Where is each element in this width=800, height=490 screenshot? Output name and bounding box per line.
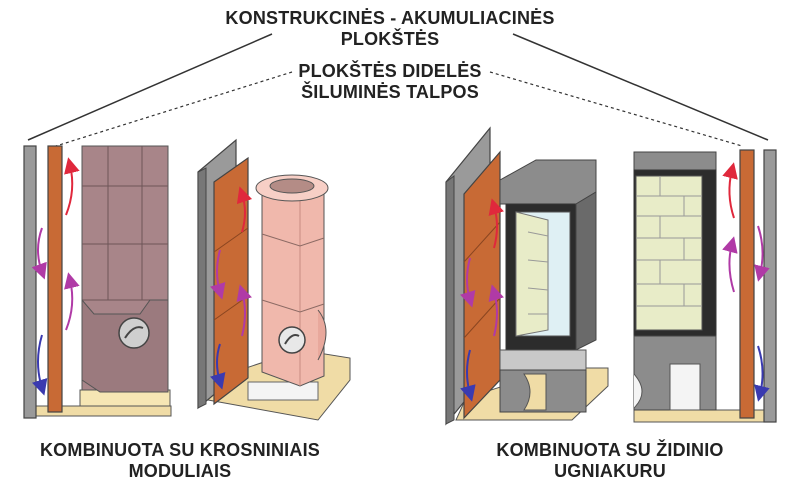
structural-panel bbox=[23, 145, 37, 419]
right-iso-section bbox=[445, 126, 609, 426]
accumulation-panel bbox=[739, 149, 755, 419]
label-combined-with-stove-modules: KOMBINUOTA SU KROSNINIAIS MODULIAIS bbox=[10, 440, 350, 482]
leader-lines bbox=[27, 33, 769, 147]
left-iso-section bbox=[197, 138, 351, 421]
airflow-arrows-left-flat bbox=[31, 157, 80, 396]
label-structural-accumulation-panels: KONSTRUKCINĖS - AKUMULIACINĖS PLOKŠTĖS bbox=[180, 8, 600, 50]
stove-column bbox=[255, 174, 329, 387]
label-mid-line1: PLOKŠTĖS DIDELĖS bbox=[298, 61, 482, 81]
structural-panel bbox=[763, 149, 777, 423]
fireplace-front bbox=[633, 151, 717, 411]
accumulation-panel bbox=[213, 156, 249, 406]
chamotte-lining bbox=[635, 175, 703, 331]
label-high-thermal-capacity-panels: PLOKŠTĖS DIDELĖS ŠILUMINĖS TALPOS bbox=[240, 61, 540, 103]
label-left-line1: KOMBINUOTA SU KROSNINIAIS bbox=[39, 440, 320, 460]
right-flat-section bbox=[633, 149, 777, 423]
label-top-line1: KONSTRUKCINĖS - AKUMULIACINĖS bbox=[225, 8, 555, 28]
stove-module bbox=[81, 145, 169, 393]
left-flat-section bbox=[23, 145, 172, 419]
fireplace-insert bbox=[499, 159, 597, 413]
label-right-line1: KOMBINUOTA SU ŽIDINIO bbox=[496, 440, 724, 460]
door-handle-icon bbox=[118, 317, 150, 349]
accumulation-panel bbox=[463, 150, 501, 420]
airflow-arrows-right-iso bbox=[460, 198, 504, 402]
airflow-arrows-right-flat bbox=[722, 162, 770, 402]
label-mid-line2: ŠILUMINĖS TALPOS bbox=[301, 82, 479, 102]
label-right-line2: UGNIAKURU bbox=[554, 461, 666, 481]
label-top-line2: PLOKŠTĖS bbox=[340, 29, 440, 49]
label-combined-with-fireplace: KOMBINUOTA SU ŽIDINIO UGNIAKURU bbox=[460, 440, 760, 482]
door-handle-icon bbox=[278, 326, 306, 354]
airflow-arrows-left-iso bbox=[210, 186, 253, 390]
accumulation-panel bbox=[47, 145, 63, 413]
label-left-line2: MODULIAIS bbox=[128, 461, 232, 481]
